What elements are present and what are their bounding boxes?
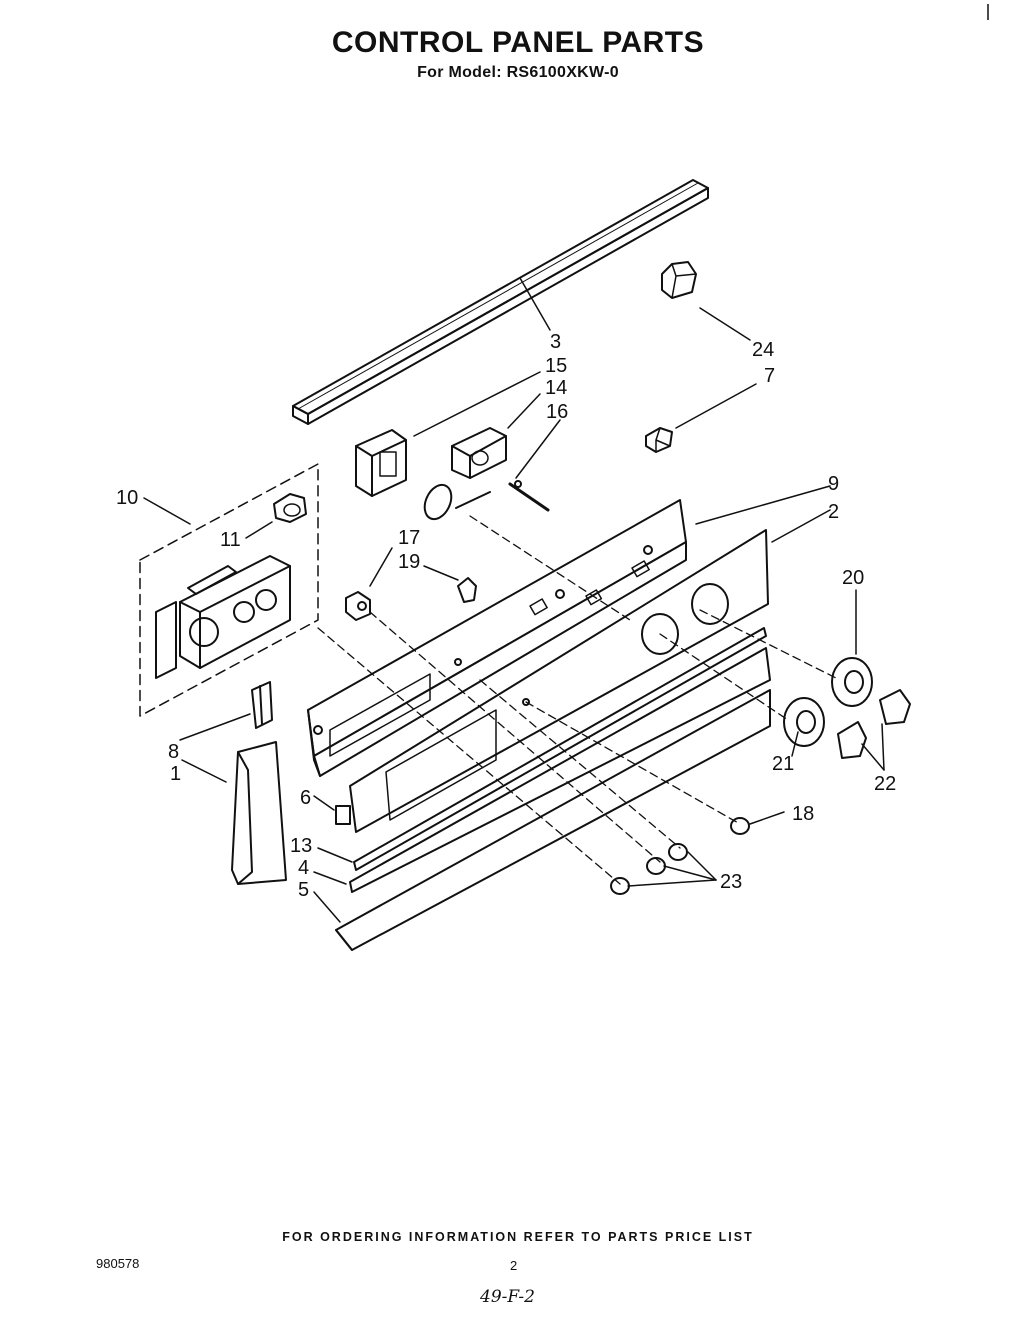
part-10-clock-assembly [139,463,319,717]
callout-20: 20 [842,567,864,589]
callout-17: 17 [398,527,420,549]
callout-1: 1 [170,763,181,785]
page-number: 2 [510,1258,518,1273]
callout-22: 22 [874,773,896,795]
callout-4: 4 [298,857,309,879]
callout-21: 21 [772,753,794,775]
part-3-trim-strip [292,179,709,425]
part-24-knob-cap [661,261,697,299]
callout-13: 13 [290,835,312,857]
callout-18: 18 [792,803,814,825]
callout-7: 7 [764,365,775,387]
callout-14: 14 [545,377,567,399]
part-21-bezel [783,697,825,747]
part-16-ring-and-pin [423,480,550,521]
callout-6: 6 [300,787,311,809]
page-title: CONTROL PANEL PARTS [331,26,705,59]
model-subtitle: For Model: RS6100XKW-0 [417,64,619,81]
callout-8: 8 [168,741,179,763]
part-20-bezel [831,657,873,707]
part-9-control-panel [307,499,687,777]
callout-3: 3 [550,331,561,353]
part-8-bracket [251,681,273,729]
part-17-bracket [345,591,371,621]
callout-labels: 3 15 14 16 24 7 9 2 10 11 17 19 20 21 22… [116,331,896,901]
part-2-front-panel [349,529,769,833]
part-11-clip [273,493,307,523]
part-5-lower-strip [335,689,771,951]
callout-10: 10 [116,487,138,509]
handwritten-code: 49-F-2 [480,1287,535,1307]
part-14-switch [451,427,507,479]
callout-5: 5 [298,879,309,901]
part-19-clip [457,577,477,603]
part-1-end-cap [231,741,287,885]
ordering-note: FOR ORDERING INFORMATION REFER TO PARTS … [282,1230,754,1244]
part-4-trim [349,647,771,893]
callout-2: 2 [828,501,839,523]
callout-24: 24 [752,339,774,361]
document-number: 980578 [96,1256,140,1271]
callout-9: 9 [828,473,839,495]
part-6-clip [335,805,351,825]
part-13-trim [353,627,767,871]
alignment-lines [317,515,837,885]
callout-19: 19 [398,551,420,573]
callout-16: 16 [546,401,568,423]
part-7-clip [645,427,673,453]
callout-23: 23 [720,871,742,893]
leader-lines [143,277,885,923]
callout-11: 11 [220,529,241,551]
callout-15: 15 [545,355,567,377]
part-15-switch [355,429,407,497]
part-22-knob [837,689,911,759]
